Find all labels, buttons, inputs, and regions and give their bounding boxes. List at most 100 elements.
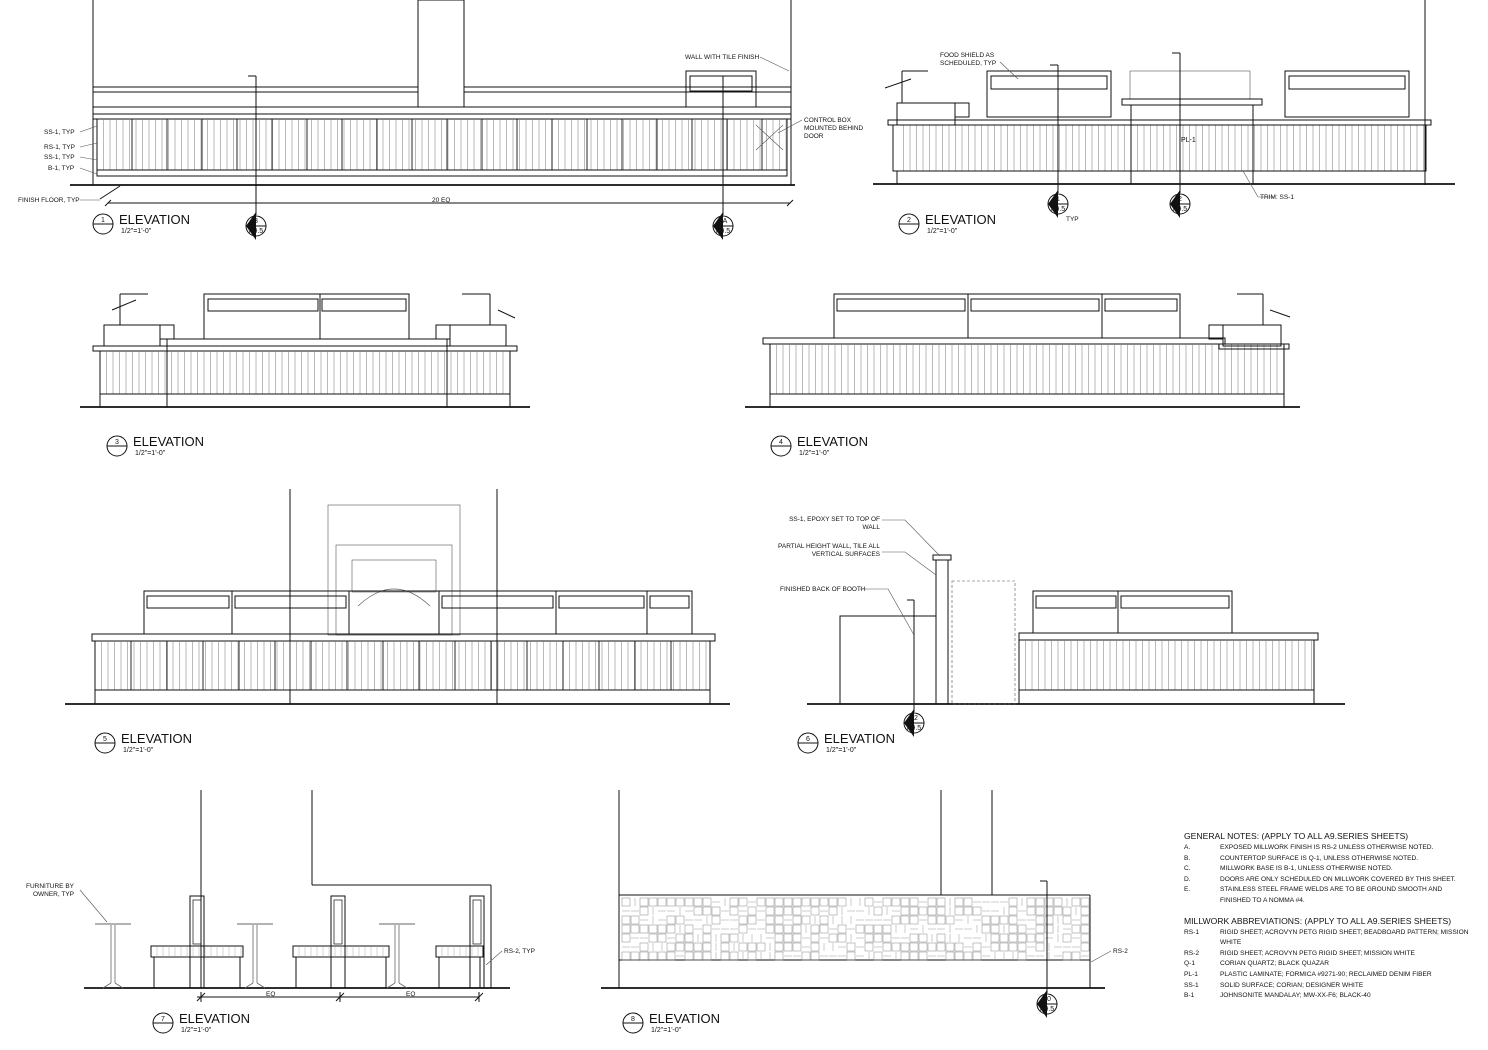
section-mark-3: 3 A9.5 xyxy=(245,75,267,240)
svg-text:OWNER, TYP: OWNER, TYP xyxy=(33,891,74,898)
callout-ss1-epoxy: SS-1, EPOXY SET TO TOP OF xyxy=(789,516,880,523)
svg-text:ELEVATION: ELEVATION xyxy=(649,1011,720,1026)
tile xyxy=(999,942,1009,952)
general-note-text: EXPOSED MILLWORK FINISH IS RS-2 UNLESS O… xyxy=(1220,844,1434,851)
abbreviation-key: Q-1 xyxy=(1184,960,1195,968)
general-note-text: DOORS ARE ONLY SCHEDULED ON MILLWORK COV… xyxy=(1220,875,1456,883)
tile xyxy=(900,906,910,916)
tile xyxy=(837,933,847,943)
tile xyxy=(945,915,955,925)
tile xyxy=(1008,924,1018,934)
elevation-scale: 1/2"=1'-0" xyxy=(121,228,152,235)
elevation-6-callouts: SS-1, EPOXY SET TO TOP OF WALL PARTIAL H… xyxy=(778,516,941,636)
tile xyxy=(702,933,712,943)
tile xyxy=(693,951,703,961)
tile xyxy=(648,897,658,907)
tile xyxy=(630,924,640,934)
tile xyxy=(657,951,667,961)
tile xyxy=(882,933,892,943)
beadboard-panel xyxy=(103,119,787,170)
callout-b1-typ: B-1, TYP xyxy=(48,165,74,172)
beadboard-panel xyxy=(1025,640,1312,690)
tile xyxy=(639,906,649,916)
beadboard-panel xyxy=(776,344,1284,394)
booth xyxy=(435,895,485,989)
elevation-5-title: 5 ELEVATION 1/2"=1'-0" xyxy=(94,731,192,754)
svg-text:ELEVATION: ELEVATION xyxy=(824,731,895,746)
tile xyxy=(891,897,901,907)
tile xyxy=(954,951,964,961)
tile xyxy=(1053,897,1063,907)
svg-text:VERTICAL SURFACES: VERTICAL SURFACES xyxy=(812,551,881,558)
tile xyxy=(900,897,910,907)
elevation-2-drawing xyxy=(873,0,1455,198)
tile xyxy=(873,951,883,961)
tile xyxy=(990,924,1000,934)
tile xyxy=(1053,906,1063,916)
tile xyxy=(927,942,937,952)
tile xyxy=(1017,951,1027,961)
tile xyxy=(792,906,802,916)
svg-text:MOUNTED BEHIND: MOUNTED BEHIND xyxy=(804,125,864,132)
tile xyxy=(1017,942,1027,952)
tile xyxy=(774,924,784,934)
tile xyxy=(765,906,775,916)
svg-text:12: 12 xyxy=(910,715,918,722)
tile xyxy=(1044,906,1054,916)
svg-text:3A: 3A xyxy=(719,218,728,225)
tile xyxy=(873,924,883,934)
callout-finished-back: FINISHED BACK OF BOOTH xyxy=(780,586,866,593)
abbreviation-key: B-1 xyxy=(1184,992,1195,1000)
tile xyxy=(1035,933,1045,943)
tile xyxy=(972,906,982,916)
tile xyxy=(675,933,685,943)
tile xyxy=(900,951,910,961)
tile xyxy=(792,942,802,952)
tile xyxy=(936,942,946,952)
abbreviation-text: RIGID SHEET; ACROVYN PETG RIGID SHEET; M… xyxy=(1220,949,1415,957)
svg-text:10: 10 xyxy=(1043,996,1051,1003)
abbreviation-text: RIGID SHEET; ACROVYN PETG RIGID SHEET; B… xyxy=(1220,928,1469,947)
tile xyxy=(702,897,712,907)
tile xyxy=(738,924,748,934)
tile xyxy=(1080,924,1090,934)
tile xyxy=(783,924,793,934)
tile xyxy=(963,951,973,961)
tile xyxy=(891,942,901,952)
tile xyxy=(810,924,820,934)
tile xyxy=(648,924,658,934)
tile xyxy=(783,933,793,943)
svg-text:A9.5: A9.5 xyxy=(1040,1006,1055,1013)
tile xyxy=(774,897,784,907)
abbreviations-title: MILLWORK ABBREVIATIONS: (APPLY TO ALL A9… xyxy=(1184,915,1452,926)
tile xyxy=(909,897,919,907)
abbreviation-text: SOLID SURFACE; CORIAN; DESIGNER WHITE xyxy=(1220,981,1364,989)
svg-text:5: 5 xyxy=(103,736,107,743)
tile xyxy=(1008,897,1018,907)
tile xyxy=(648,951,658,961)
tile xyxy=(927,915,937,925)
tile xyxy=(1071,897,1081,907)
tile xyxy=(990,915,1000,925)
tile xyxy=(684,951,694,961)
tile xyxy=(1080,897,1090,907)
tile xyxy=(621,933,631,943)
tile xyxy=(702,951,712,961)
tile xyxy=(729,906,739,916)
tile xyxy=(828,897,838,907)
tile xyxy=(999,933,1009,943)
svg-text:3: 3 xyxy=(115,439,119,446)
section-mark-2: 2 A9.5 xyxy=(1169,52,1191,218)
tile xyxy=(630,915,640,925)
tile xyxy=(882,897,892,907)
elevation-6-drawing xyxy=(807,554,1345,705)
tile xyxy=(1026,897,1036,907)
tile xyxy=(684,897,694,907)
booth xyxy=(292,895,390,989)
elevation-4-drawing xyxy=(745,293,1300,408)
tile xyxy=(1044,915,1054,925)
